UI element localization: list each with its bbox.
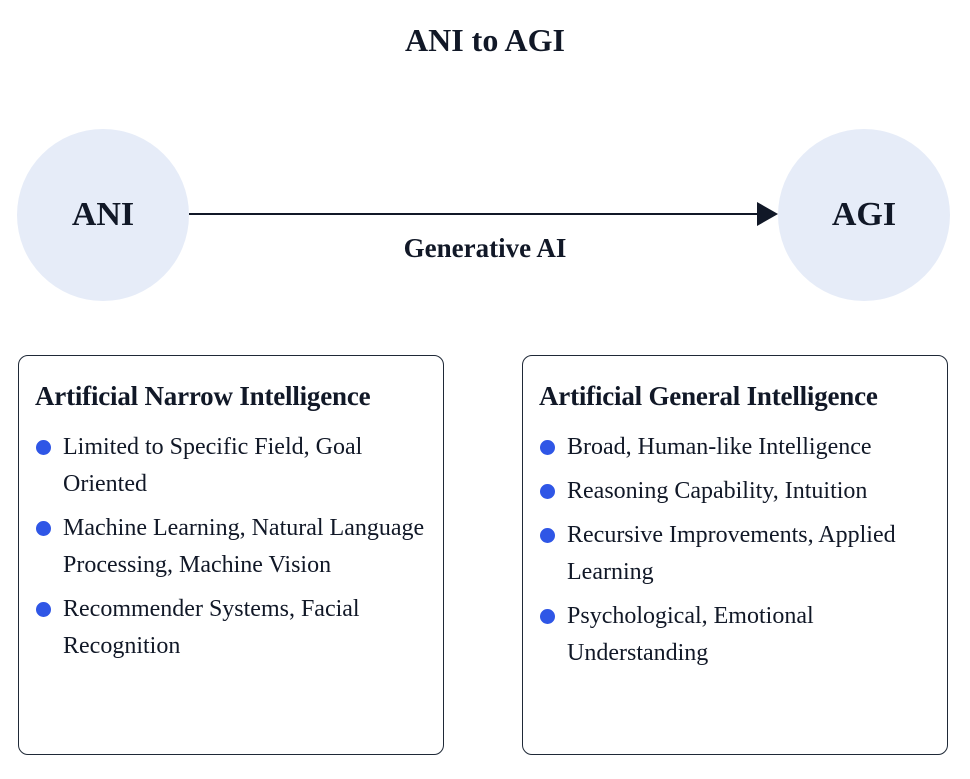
agi-node: AGI xyxy=(778,129,950,301)
point-text: Psychological, Emotional Understanding xyxy=(567,603,814,666)
agi-node-label: AGI xyxy=(831,196,897,233)
list-item: Limited to Specific Field, Goal Oriented xyxy=(35,429,425,503)
list-item: Machine Learning, Natural Language Proce… xyxy=(35,510,425,584)
point-text: Machine Learning, Natural Language Proce… xyxy=(63,515,425,578)
point-text: Broad, Human-like Intelligence xyxy=(567,434,872,460)
bullet-icon xyxy=(36,521,51,536)
diagram-title: ANI to AGI xyxy=(404,22,565,58)
ani-node: ANI xyxy=(17,129,189,301)
arrow-connector xyxy=(189,202,778,226)
ani-points: Limited to Specific Field, Goal Oriented… xyxy=(35,429,425,665)
agi-card-title: Artificial General Intelligence xyxy=(539,381,878,411)
ani-node-label: ANI xyxy=(71,196,135,233)
bullet-icon xyxy=(540,484,555,499)
bullet-icon xyxy=(36,602,51,617)
arrow-label: Generative AI xyxy=(403,233,567,263)
list-item: Psychological, Emotional Understanding xyxy=(539,598,929,672)
bullet-icon xyxy=(540,440,555,455)
point-text: Recursive Improvements, Applied Learning xyxy=(567,522,896,585)
ani-card-title: Artificial Narrow Intelligence xyxy=(35,381,371,411)
point-text: Recommender Systems, Facial Recognition xyxy=(63,596,360,659)
bullet-icon xyxy=(540,609,555,624)
ani-card: Artificial Narrow Intelligence Limited t… xyxy=(18,355,444,755)
bullet-icon xyxy=(540,528,555,543)
point-text: Limited to Specific Field, Goal Oriented xyxy=(63,434,363,497)
bullet-icon xyxy=(36,440,51,455)
list-item: Broad, Human-like Intelligence xyxy=(539,429,929,466)
agi-points: Broad, Human-like Intelligence Reasoning… xyxy=(539,429,929,672)
agi-card: Artificial General Intelligence Broad, H… xyxy=(522,355,948,755)
list-item: Recursive Improvements, Applied Learning xyxy=(539,517,929,591)
point-text: Reasoning Capability, Intuition xyxy=(567,478,868,504)
list-item: Reasoning Capability, Intuition xyxy=(539,473,929,510)
list-item: Recommender Systems, Facial Recognition xyxy=(35,591,425,665)
